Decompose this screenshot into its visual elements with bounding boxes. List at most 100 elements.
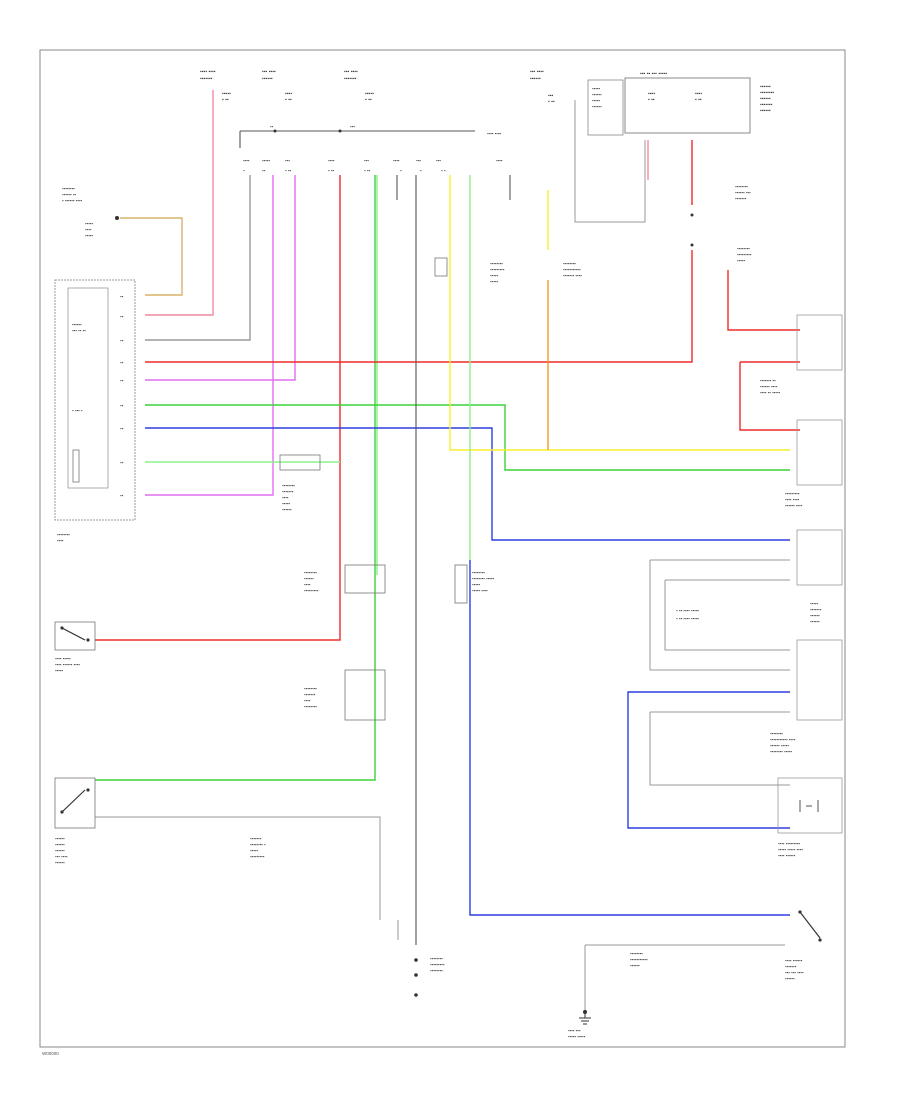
svg-text:▪▪▪▪▪▪: ▪▪▪▪▪▪ xyxy=(760,96,771,102)
svg-text:▪▪▪▪ ▪▪▪▪▪▪: ▪▪▪▪ ▪▪▪▪▪▪ xyxy=(778,853,796,858)
svg-text:▪▪▪▪▪: ▪▪▪▪▪ xyxy=(85,233,93,238)
svg-text:▪▪▪▪▪▪▪▪: ▪▪▪▪▪▪▪▪ xyxy=(430,968,443,973)
svg-text:▪▪▪▪▪▪: ▪▪▪▪▪▪ xyxy=(760,84,771,90)
switch-icon: ▪▪▪▪ ▪▪▪▪▪ ▪▪▪▪ ▪▪▪▪▪▪ ▪▪▪▪ ▪▪▪▪▪ xyxy=(54,621,96,673)
svg-text:▪▪▪▪▪: ▪▪▪▪▪ xyxy=(592,98,600,103)
svg-text:▪▪▪▪▪▪▪▪: ▪▪▪▪▪▪▪▪ xyxy=(630,951,643,956)
wire-violet-2 xyxy=(145,175,274,496)
svg-text:▪▪▪▪▪▪▪▪: ▪▪▪▪▪▪▪▪ xyxy=(472,570,485,575)
svg-text:▪▪▪▪▪▪: ▪▪▪▪▪▪ xyxy=(55,860,65,865)
svg-text:▪▪▪▪▪▪▪▪: ▪▪▪▪▪▪▪▪ xyxy=(430,956,443,961)
control-module: ▪▪▪▪▪▪ ▪▪▪ ▪▪ ▪▪ ▪ ▪▪▪ ▪ ▪▪▪▪▪▪▪▪ ▪▪▪▪ ▪… xyxy=(54,279,136,543)
svg-text:▪ ▪▪: ▪ ▪▪ xyxy=(365,97,372,103)
svg-text:▪: ▪ xyxy=(400,168,402,173)
svg-text:▪▪▪▪▪▪▪ ▪▪▪▪: ▪▪▪▪▪▪▪ ▪▪▪▪ xyxy=(563,273,582,278)
svg-text:▪ ▪▪: ▪ ▪▪ xyxy=(695,97,702,103)
svg-text:▪▪▪: ▪▪▪ xyxy=(416,158,421,163)
svg-text:▪▪▪▪▪▪: ▪▪▪▪▪▪ xyxy=(55,836,65,841)
svg-text:▪▪▪▪▪▪ ▪▪▪: ▪▪▪▪▪▪ ▪▪▪ xyxy=(735,190,751,195)
svg-text:▪▪▪▪▪▪▪▪▪: ▪▪▪▪▪▪▪▪▪ xyxy=(430,962,445,967)
svg-text:▪▪▪: ▪▪▪ xyxy=(285,158,290,163)
wire-gray-1 xyxy=(145,175,251,341)
svg-text:▪▪▪▪▪▪▪: ▪▪▪▪▪▪▪ xyxy=(304,692,316,697)
svg-text:▪▪: ▪▪ xyxy=(120,378,124,383)
svg-text:▪▪▪▪: ▪▪▪▪ xyxy=(304,698,311,703)
svg-text:▪▪▪ ▪▪▪▪: ▪▪▪ ▪▪▪▪ xyxy=(344,69,358,75)
wire-blue-horizontal xyxy=(145,427,790,541)
svg-text:▪▪▪▪: ▪▪▪▪ xyxy=(85,227,92,232)
svg-text:▪▪▪▪▪: ▪▪▪▪▪ xyxy=(472,582,480,587)
switch-icon: ▪▪▪▪ ▪▪▪▪▪▪ ▪▪▪▪▪▪▪ ▪▪▪ ▪▪▪ ▪▪▪▪ ▪▪▪▪▪▪ xyxy=(785,910,822,981)
wire-blue-loop xyxy=(627,691,790,829)
svg-text:▪▪: ▪▪ xyxy=(120,338,124,343)
svg-text:▪▪▪▪ ▪▪▪▪: ▪▪▪▪ ▪▪▪▪ xyxy=(487,131,501,136)
svg-text:▪▪▪▪: ▪▪▪▪ xyxy=(648,91,655,97)
wire-red-right3 xyxy=(739,361,800,431)
svg-text:▪: ▪ xyxy=(420,168,422,173)
svg-text:▪▪▪: ▪▪▪ xyxy=(350,124,355,129)
svg-text:▪▪▪▪▪: ▪▪▪▪▪ xyxy=(55,668,63,673)
svg-text:▪▪▪▪▪▪▪▪: ▪▪▪▪▪▪▪▪ xyxy=(735,184,748,189)
svg-text:▪▪▪▪▪▪: ▪▪▪▪▪▪ xyxy=(72,322,82,327)
svg-text:▪ ▪▪: ▪ ▪▪ xyxy=(222,97,229,103)
svg-text:▪▪▪▪▪▪▪: ▪▪▪▪▪▪▪ xyxy=(250,836,262,841)
svg-text:▪▪▪▪▪ ▪▪▪▪▪ ▪▪▪▪: ▪▪▪▪▪ ▪▪▪▪▪ ▪▪▪▪ xyxy=(778,847,803,852)
svg-text:▪▪▪▪▪▪▪▪: ▪▪▪▪▪▪▪▪ xyxy=(62,186,75,191)
wire-green-horizontal xyxy=(145,404,790,471)
wire-blue-bottom xyxy=(469,560,790,916)
component-right-3: ▪▪▪▪▪ ▪▪▪▪▪▪▪ ▪▪▪▪▪▪ ▪▪▪▪▪▪ ▪ ▪▪ ▪▪▪▪ ▪▪… xyxy=(676,529,843,624)
svg-text:▪▪▪▪▪: ▪▪▪▪▪ xyxy=(490,279,498,284)
svg-text:▪▪▪▪▪▪▪▪▪: ▪▪▪▪▪▪▪▪▪ xyxy=(304,588,319,593)
svg-text:▪▪▪▪▪▪▪▪: ▪▪▪▪▪▪▪▪ xyxy=(770,731,783,736)
svg-text:▪▪▪▪▪: ▪▪▪▪▪ xyxy=(365,91,374,97)
svg-text:▪▪▪ ▪▪▪ ▪▪▪▪: ▪▪▪ ▪▪▪ ▪▪▪▪ xyxy=(785,970,804,975)
svg-text:▪ ▪▪: ▪ ▪▪ xyxy=(285,97,292,103)
svg-text:▪▪▪▪▪▪▪▪: ▪▪▪▪▪▪▪▪ xyxy=(304,570,317,575)
svg-text:▪▪▪▪▪▪▪: ▪▪▪▪▪▪▪ xyxy=(200,76,213,82)
svg-text:▪▪▪▪▪▪▪▪: ▪▪▪▪▪▪▪▪ xyxy=(490,261,503,266)
svg-text:▪▪: ▪▪ xyxy=(120,426,124,431)
svg-text:▪▪▪▪▪▪: ▪▪▪▪▪▪ xyxy=(592,92,602,97)
svg-text:▪▪▪▪ ▪▪▪▪: ▪▪▪▪ ▪▪▪▪ xyxy=(200,69,216,75)
svg-text:▪▪▪▪: ▪▪▪▪ xyxy=(243,158,250,163)
svg-text:▪▪▪▪▪▪▪▪▪: ▪▪▪▪▪▪▪▪▪ xyxy=(737,252,752,257)
svg-text:▪▪▪▪▪▪ ▪▪: ▪▪▪▪▪▪ ▪▪ xyxy=(62,192,76,197)
svg-text:▪▪: ▪▪ xyxy=(120,493,124,498)
svg-text:▪▪▪ ▪▪▪▪: ▪▪▪ ▪▪▪▪ xyxy=(262,69,276,75)
svg-text:▪▪: ▪▪ xyxy=(120,360,124,365)
svg-text:▪ ▪▪: ▪ ▪▪ xyxy=(285,168,291,173)
ground-icon: ▪▪▪▪ ▪▪▪ ▪▪▪▪▪ ▪▪▪▪▪ xyxy=(568,1010,591,1039)
ground-icon xyxy=(414,958,418,997)
connector-row: ▪▪▪▪▪▪▪▪▪▪▪▪ ▪▪▪▪▪▪▪▪▪▪▪ ▪▪▪▪▪▪▪▪▪▪ ▪▪▪▪… xyxy=(243,158,503,173)
svg-text:▪▪▪▪▪: ▪▪▪▪▪ xyxy=(222,91,231,97)
svg-text:▪▪▪▪▪▪▪ ▪▪: ▪▪▪▪▪▪▪ ▪▪ xyxy=(760,378,776,383)
svg-text:▪▪: ▪▪ xyxy=(120,403,124,408)
sensor-top-left: ▪▪▪▪▪▪▪▪ ▪▪▪▪▪▪ ▪▪ ▪ ▪▪▪▪▪▪ ▪▪▪▪ ▪▪▪▪▪ ▪… xyxy=(62,186,119,238)
svg-text:▪▪▪ ▪▪▪▪: ▪▪▪ ▪▪▪▪ xyxy=(530,69,544,75)
svg-text:▪▪▪▪▪▪▪▪ ▪: ▪▪▪▪▪▪▪▪ ▪ xyxy=(250,842,266,847)
svg-text:▪▪▪▪▪▪: ▪▪▪▪▪▪ xyxy=(810,613,820,618)
svg-text:▪▪▪▪▪: ▪▪▪▪▪ xyxy=(250,848,258,853)
svg-text:▪▪▪ ▪▪▪▪: ▪▪▪ ▪▪▪▪ xyxy=(55,854,68,859)
svg-text:▪▪▪▪▪▪: ▪▪▪▪▪▪ xyxy=(55,848,65,853)
svg-text:▪ ▪▪: ▪ ▪▪ xyxy=(548,99,555,105)
svg-text:▪▪▪▪ ▪▪▪▪: ▪▪▪▪ ▪▪▪▪ xyxy=(785,497,799,502)
svg-text:▪▪▪▪▪: ▪▪▪▪▪ xyxy=(85,221,93,226)
svg-text:▪▪▪▪▪: ▪▪▪▪▪ xyxy=(592,86,600,91)
svg-text:▪▪: ▪▪ xyxy=(120,314,124,319)
svg-text:▪▪▪: ▪▪▪ xyxy=(548,93,554,99)
svg-text:▪▪▪▪▪ ▪▪▪▪: ▪▪▪▪▪ ▪▪▪▪ xyxy=(472,588,488,593)
svg-text:▪▪▪▪▪▪▪: ▪▪▪▪▪▪▪ xyxy=(344,76,357,82)
svg-text:▪▪▪▪▪▪: ▪▪▪▪▪▪ xyxy=(304,576,314,581)
connector-icon xyxy=(279,257,468,721)
svg-text:▪▪▪▪▪▪▪▪ ▪▪▪▪▪: ▪▪▪▪▪▪▪▪ ▪▪▪▪▪ xyxy=(472,576,494,581)
svg-text:▪▪▪▪: ▪▪▪▪ xyxy=(285,91,292,97)
fuse-labels-top: ▪▪▪▪ ▪▪▪▪▪▪▪▪▪▪▪ ▪▪▪ ▪▪▪▪▪▪▪▪▪▪ ▪▪▪ ▪▪▪▪… xyxy=(200,69,555,105)
svg-text:▪▪▪▪▪▪ ▪▪▪▪: ▪▪▪▪▪▪ ▪▪▪▪ xyxy=(785,503,803,508)
svg-text:▪▪▪▪ ▪▪ ▪▪▪▪▪: ▪▪▪▪ ▪▪ ▪▪▪▪▪ xyxy=(760,390,780,395)
svg-text:▪▪▪▪▪▪: ▪▪▪▪▪▪ xyxy=(55,842,65,847)
svg-text:▪▪▪▪▪▪: ▪▪▪▪▪▪ xyxy=(282,507,292,512)
svg-text:▪▪▪▪▪▪▪: ▪▪▪▪▪▪▪ xyxy=(810,607,822,612)
footer-code: W00000 xyxy=(42,1051,59,1056)
